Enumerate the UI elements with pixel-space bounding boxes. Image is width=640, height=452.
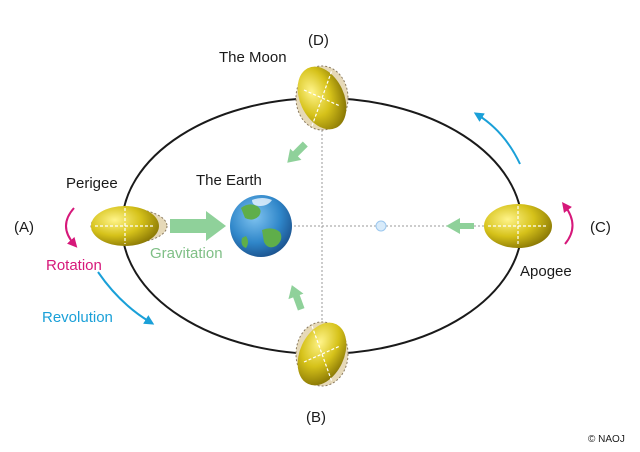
revolution-arrow-left bbox=[97, 271, 155, 325]
gravitation-arrow-bottom bbox=[288, 285, 305, 311]
moon-icon bbox=[295, 65, 349, 131]
pos-b-label: (B) bbox=[306, 409, 326, 426]
revolution-label: Revolution bbox=[42, 309, 113, 326]
gravitation-arrow-large bbox=[170, 211, 226, 241]
moon-label: The Moon bbox=[219, 49, 287, 66]
perigee-label: Perigee bbox=[66, 175, 118, 192]
pos-a-label: (A) bbox=[14, 219, 34, 236]
pos-d-label: (D) bbox=[308, 32, 329, 49]
moon-icon bbox=[484, 204, 552, 248]
revolution-arrow-right bbox=[473, 112, 521, 165]
gravitation-label: Gravitation bbox=[150, 245, 223, 262]
apogee-label: Apogee bbox=[520, 263, 572, 280]
moon-icon bbox=[295, 321, 349, 387]
empty-focus-icon bbox=[375, 220, 387, 232]
moon-icon bbox=[90, 206, 168, 246]
earth-label: The Earth bbox=[196, 172, 262, 189]
rotation-arrow-perigee bbox=[65, 207, 78, 248]
earth-globe-icon bbox=[230, 195, 292, 257]
rotation-label: Rotation bbox=[46, 257, 102, 274]
rotation-arrow-apogee bbox=[562, 201, 574, 245]
gravitation-arrow-apogee bbox=[446, 218, 474, 234]
pos-c-label: (C) bbox=[590, 219, 611, 236]
credit-label: © NAOJ bbox=[588, 434, 625, 445]
gravitation-arrow-top bbox=[287, 141, 308, 163]
